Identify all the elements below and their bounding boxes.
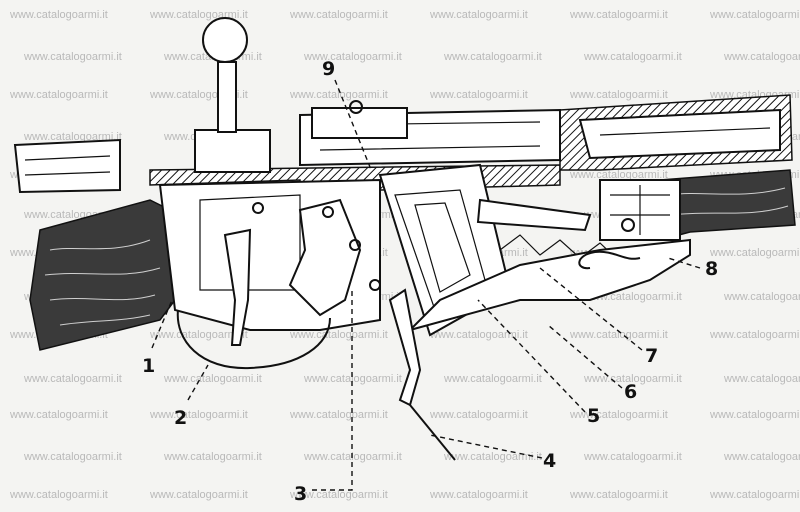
watermark-text: www.catalogoarmi.it xyxy=(149,329,248,341)
watermark-text: www.catalogoarmi.it xyxy=(723,51,800,63)
cartridge xyxy=(476,198,592,232)
watermark-text: www.catalogoarmi.it xyxy=(723,451,800,463)
callout-7: 7 xyxy=(645,345,658,367)
watermark-text: www.catalogoarmi.it xyxy=(289,489,388,501)
leader-6 xyxy=(547,324,623,389)
watermark-text: www.catalogoarmi.it xyxy=(9,9,108,21)
watermark-text: www.catalogoarmi.it xyxy=(569,169,668,181)
watermark-text: www.catalogoarmi.it xyxy=(289,329,388,341)
watermark-text: www.catalogoarmi.it xyxy=(289,409,388,421)
leader-4 xyxy=(429,434,543,459)
watermark-text: www.catalogoarmi.it xyxy=(163,373,262,385)
bolt-handle-knob xyxy=(202,17,248,63)
lower-housing xyxy=(406,238,691,332)
watermark-text: www.catalogoarmi.it xyxy=(443,451,542,463)
watermark-text: www.catalogoarmi.it xyxy=(429,489,528,501)
watermark-text: www.catalogoarmi.it xyxy=(23,131,122,143)
watermark-text: www.catalogoarmi.it xyxy=(583,451,682,463)
watermark-text: www.catalogoarmi.it xyxy=(23,373,122,385)
watermark-text: www.catalogoarmi.it xyxy=(709,329,800,341)
leader-2 xyxy=(187,364,209,401)
leader-5 xyxy=(477,299,586,413)
watermark-text: www.catalogoarmi.it xyxy=(23,51,122,63)
trigger xyxy=(223,228,252,346)
watermark-text: www.catalogoarmi.it xyxy=(149,489,248,501)
leader-3 xyxy=(312,290,353,491)
leader-8 xyxy=(667,257,701,269)
watermark-text: www.catalogoarmi.it xyxy=(569,409,668,421)
callout-1: 1 xyxy=(142,355,155,377)
watermark-text: www.catalogoarmi.it xyxy=(443,373,542,385)
leader-7 xyxy=(539,267,643,351)
watermark-text: www.catalogoarmi.it xyxy=(443,51,542,63)
watermark-text: www.catalogoarmi.it xyxy=(569,9,668,21)
trigger-guard xyxy=(176,309,331,370)
watermark-text: www.catalogoarmi.it xyxy=(9,489,108,501)
watermark-text: www.catalogoarmi.it xyxy=(429,9,528,21)
rear-sight xyxy=(194,129,271,173)
watermark-text: www.catalogoarmi.it xyxy=(569,89,668,101)
sear-lever xyxy=(288,198,362,317)
watermark-text: www.catalogoarmi.it xyxy=(583,51,682,63)
watermark-text: www.catalogoarmi.it xyxy=(303,51,402,63)
watermark-text: www.catalogoarmi.it xyxy=(723,373,800,385)
callout-2: 2 xyxy=(174,407,187,429)
watermark-text: www.catalogoarmi.it xyxy=(149,409,248,421)
watermark-text: www.catalogoarmi.it xyxy=(163,451,262,463)
callout-4: 4 xyxy=(543,450,556,472)
watermark-text: www.catalogoarmi.it xyxy=(303,373,402,385)
watermark-text: www.catalogoarmi.it xyxy=(23,451,122,463)
magazine-spring xyxy=(499,234,621,263)
watermark-text: www.catalogoarmi.it xyxy=(289,89,388,101)
callout-5: 5 xyxy=(587,405,600,427)
watermark-text: www.catalogoarmi.it xyxy=(289,9,388,21)
stock-left xyxy=(29,199,176,351)
watermark-text: www.catalogoarmi.it xyxy=(709,9,800,21)
watermark-text: www.catalogoarmi.it xyxy=(429,89,528,101)
watermark-text: www.catalogoarmi.it xyxy=(429,409,528,421)
release-lever xyxy=(388,288,422,407)
callout-3: 3 xyxy=(294,483,307,505)
watermark-text: www.catalogoarmi.it xyxy=(569,489,668,501)
watermark-text: www.catalogoarmi.it xyxy=(723,291,800,303)
watermark-text: www.catalogoarmi.it xyxy=(9,89,108,101)
watermark-text: www.catalogoarmi.it xyxy=(9,409,108,421)
watermark-text: www.catalogoarmi.it xyxy=(709,489,800,501)
callout-6: 6 xyxy=(624,381,637,403)
callout-9: 9 xyxy=(322,58,335,80)
watermark-text: www.catalogoarmi.it xyxy=(429,329,528,341)
watermark-text: www.catalogoarmi.it xyxy=(709,409,800,421)
callout-8: 8 xyxy=(705,258,718,280)
watermark-text: www.catalogoarmi.it xyxy=(709,247,800,259)
leader-9 xyxy=(334,79,373,173)
tang xyxy=(13,138,121,194)
watermark-text: www.catalogoarmi.it xyxy=(569,329,668,341)
